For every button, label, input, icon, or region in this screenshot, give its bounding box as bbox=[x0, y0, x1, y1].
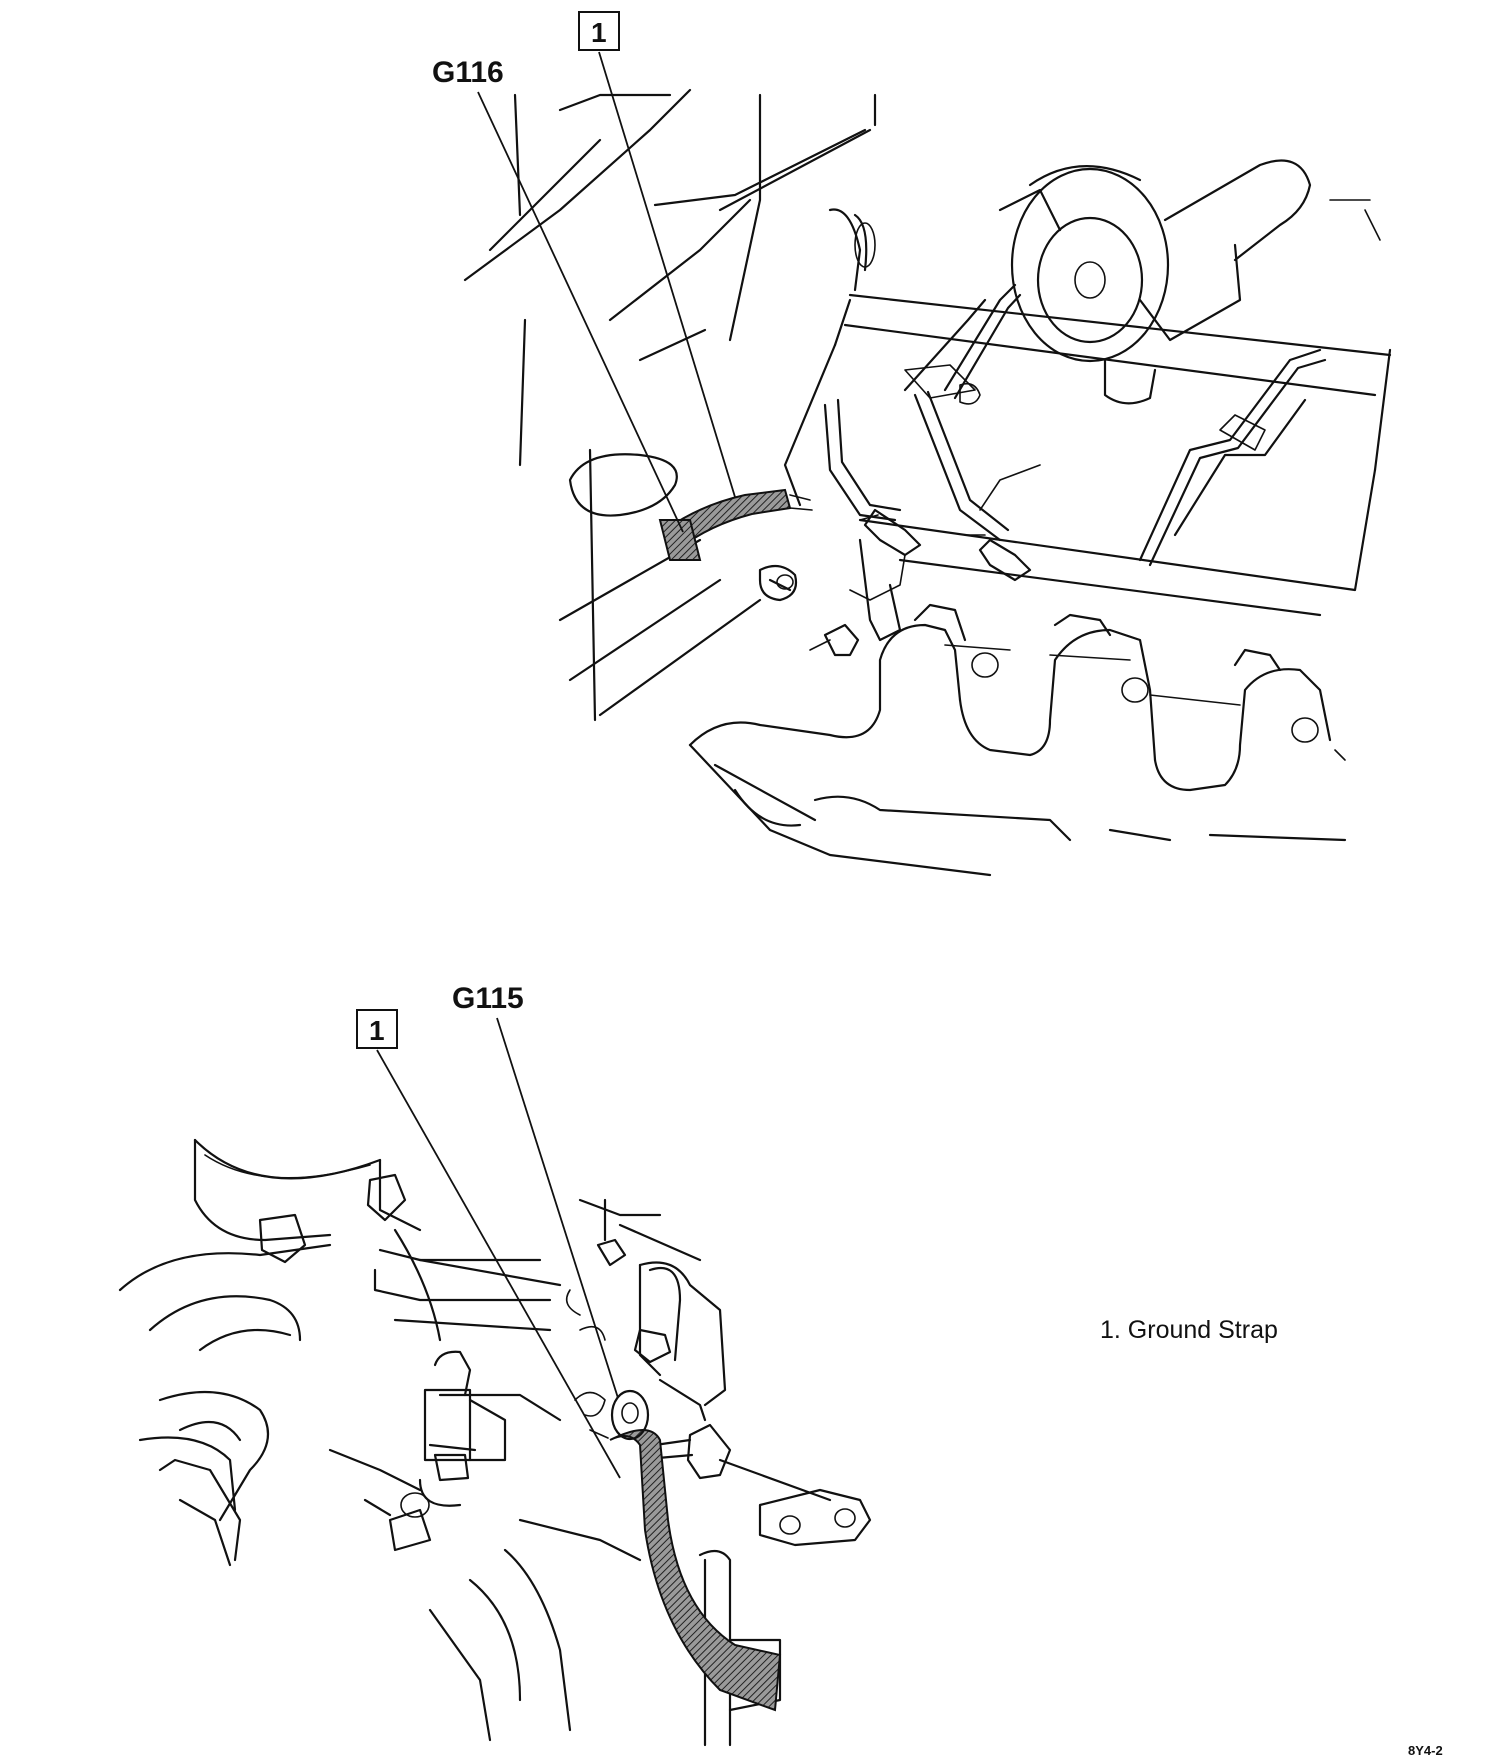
item-1-number-bottom: 1 bbox=[369, 1015, 385, 1046]
top-callouts: G116 1 bbox=[432, 11, 736, 533]
lower-hose bbox=[428, 1518, 782, 1747]
alternator-bracket bbox=[565, 1198, 872, 1547]
g115-label: G115 bbox=[452, 982, 524, 1015]
exhaust-manifold bbox=[688, 603, 1347, 877]
g116-leader bbox=[477, 91, 684, 533]
item-1-box-top bbox=[578, 11, 620, 51]
figure-code: 8Y4-2 bbox=[1408, 1743, 1443, 1758]
turbocharger bbox=[998, 159, 1381, 405]
top-engine-view: G116 1 bbox=[432, 11, 1392, 877]
mount-bracket bbox=[758, 538, 902, 657]
item-1-number-top: 1 bbox=[591, 17, 607, 48]
ground-strap-g115 bbox=[574, 1389, 782, 1712]
item-1-leader-bottom bbox=[376, 1049, 621, 1479]
intake-tube bbox=[193, 1138, 422, 1264]
ground-strap-g116 bbox=[568, 453, 813, 561]
bottom-callouts: G115 1 bbox=[356, 982, 621, 1479]
valve-cover bbox=[783, 208, 1392, 617]
g116-label: G116 bbox=[432, 56, 504, 89]
g115-leader bbox=[496, 1017, 619, 1399]
fuel-injection-lines bbox=[823, 283, 1327, 567]
item-1-box-bottom bbox=[356, 1009, 398, 1049]
item-1-leader-top bbox=[598, 51, 736, 498]
injector-nozzles bbox=[849, 464, 1041, 601]
legend-ground-strap: 1. Ground Strap bbox=[1100, 1316, 1278, 1344]
bottom-engine-view: G115 1 bbox=[118, 982, 872, 1747]
center-bolt-sensor bbox=[388, 1350, 507, 1552]
intake-manifold bbox=[118, 1228, 562, 1567]
firewall-panel bbox=[463, 88, 877, 722]
